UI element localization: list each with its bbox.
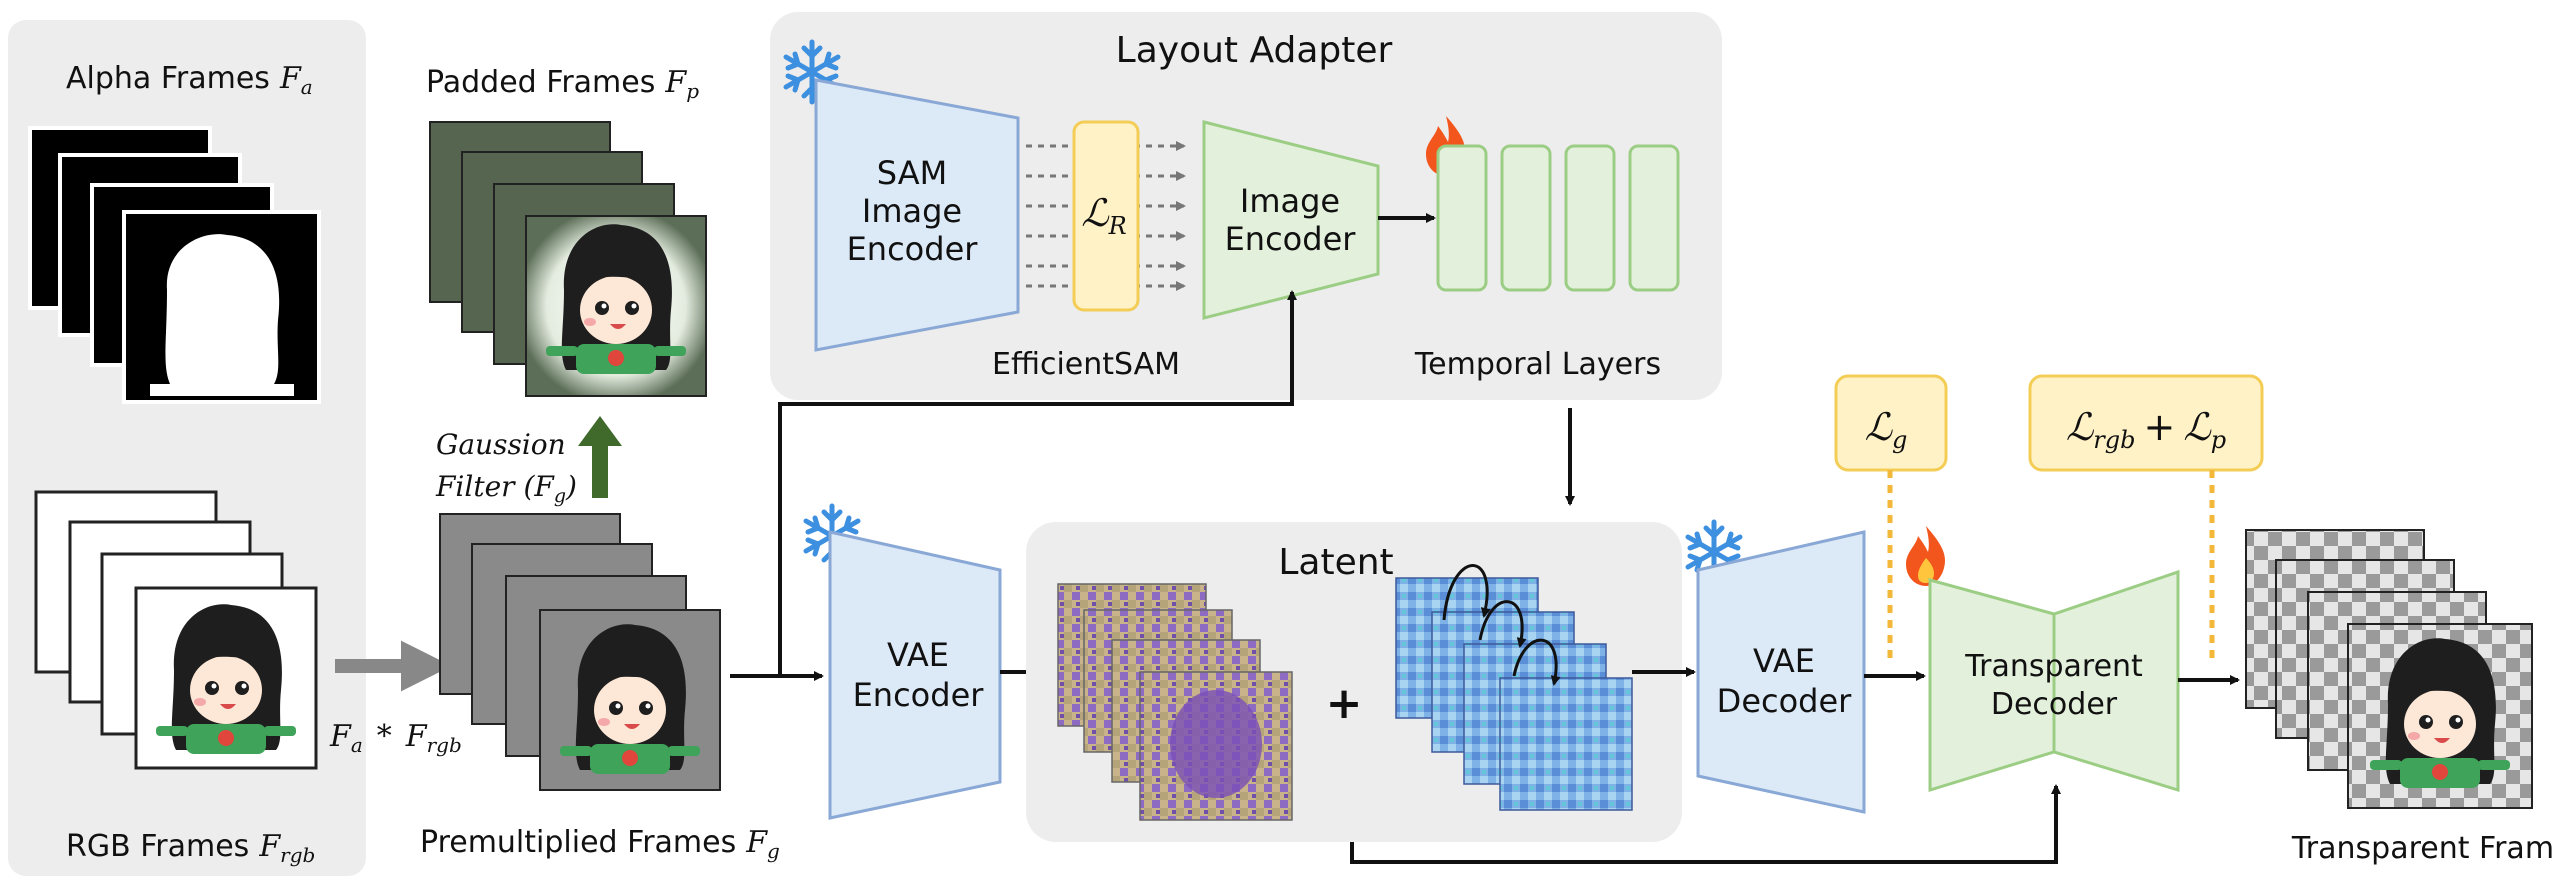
temporal-attention-arrows bbox=[1442, 564, 1561, 686]
premult-to-layout-adapter-arrow bbox=[778, 290, 1297, 676]
vae-decoder bbox=[1696, 530, 1866, 814]
premultiplied-frames-stack bbox=[439, 513, 721, 791]
rgb-frames-stack bbox=[34, 490, 318, 770]
latent-plus: + bbox=[1326, 678, 1363, 729]
gaussian-filter-label-2: Filter (Fg) bbox=[435, 470, 577, 507]
alpha-frames-stack bbox=[28, 126, 321, 404]
padded-frames-stack bbox=[429, 121, 707, 397]
loss-rgb-p-box bbox=[2028, 374, 2264, 472]
vae-encoder-label-1: VAE bbox=[887, 636, 949, 674]
vae-encoder bbox=[828, 530, 1002, 820]
loss-rgb-p-label: ℒrgb+ℒp bbox=[2066, 405, 2226, 454]
latent-to-transparent-decoder-arrow bbox=[1350, 784, 2061, 864]
transparent-frames-stack bbox=[2245, 529, 2533, 809]
image-encoder-label-1: Image bbox=[1240, 182, 1340, 220]
premultiply-op: Fa*Frgb bbox=[329, 719, 462, 757]
vae-encoder-label-2: Encoder bbox=[853, 676, 985, 714]
temporal-layers bbox=[1436, 144, 1680, 292]
gaussian-filter-arrow bbox=[578, 416, 622, 498]
latent-flow-stack bbox=[1395, 577, 1633, 811]
loss-r-box bbox=[1072, 120, 1140, 312]
transparent-decoder-label-2: Decoder bbox=[1991, 687, 2118, 722]
gaussian-filter-label: Gaussion bbox=[436, 428, 566, 461]
sam-encoder-label-2: Image bbox=[862, 192, 962, 230]
image-encoder-label-2: Encoder bbox=[1225, 220, 1357, 258]
vae-decoder-label-1: VAE bbox=[1753, 642, 1815, 680]
temporal-layers-label: Temporal Layers bbox=[1414, 347, 1661, 382]
vae-decoder-label-2: Decoder bbox=[1717, 682, 1853, 720]
transparent-decoder-label-1: Transparent bbox=[1964, 649, 2143, 684]
fire-icon-transparent-decoder bbox=[1906, 526, 1946, 586]
sam-encoder-label-3: Encoder bbox=[847, 230, 979, 268]
loss-r-label: ℒR bbox=[1081, 191, 1126, 240]
distillation-arrows bbox=[1026, 141, 1186, 291]
efficient-sam-label: EfficientSAM bbox=[992, 347, 1180, 382]
layout-adapter-title: Layout Adapter bbox=[1116, 30, 1393, 71]
sam-image-encoder bbox=[814, 78, 1020, 352]
image-encoder bbox=[1202, 120, 1380, 320]
latent-image-stack bbox=[1057, 583, 1293, 821]
transparent-frames-label: Transparent Frames bbox=[2291, 831, 2554, 866]
loss-g-label: ℒg bbox=[1865, 405, 1908, 454]
sam-encoder-label-1: SAM bbox=[877, 154, 947, 192]
latent-title: Latent bbox=[1278, 542, 1393, 583]
premultiply-arrow bbox=[335, 640, 452, 692]
